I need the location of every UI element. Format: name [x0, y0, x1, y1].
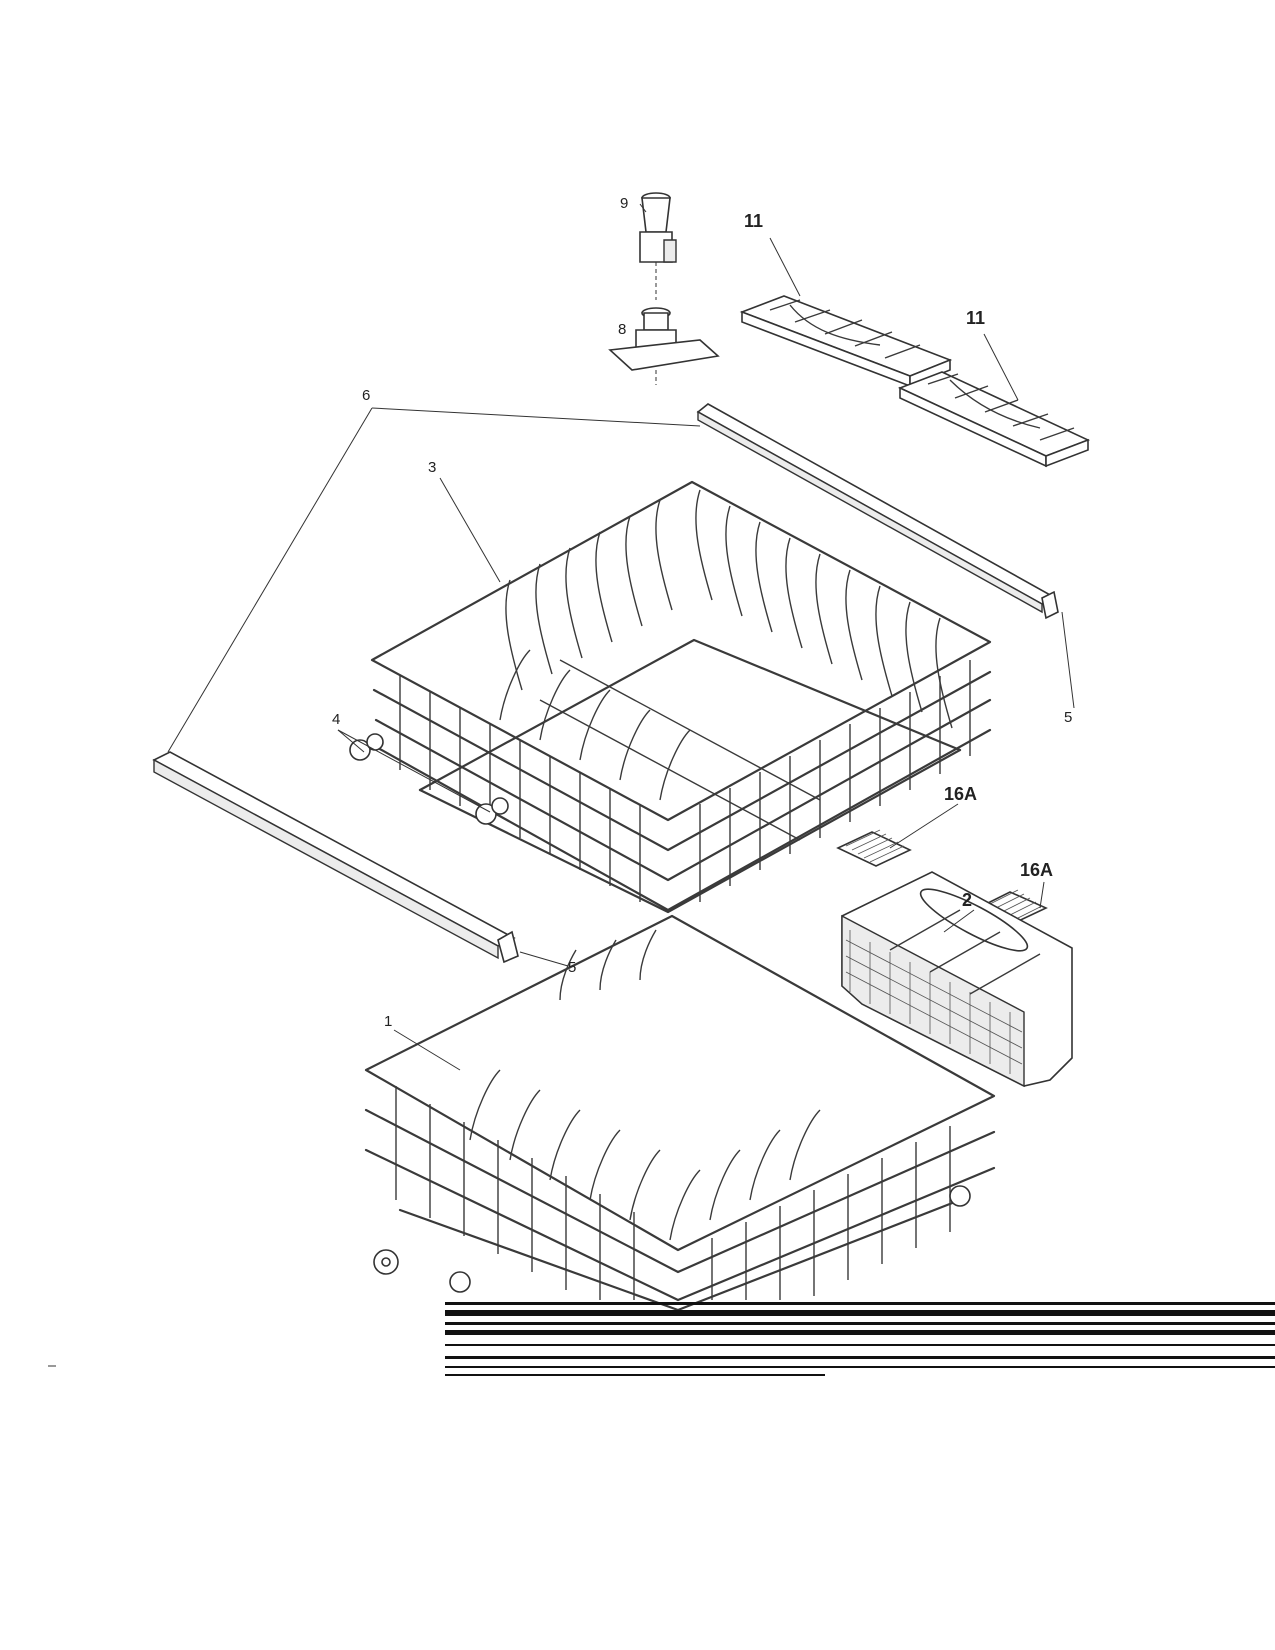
part-11-insert-bottom: [897, 371, 1091, 468]
part-1-lower-rack: [364, 914, 996, 1312]
callout-8: 8: [618, 321, 626, 338]
part-16A-shield-left: [836, 829, 912, 867]
part-2-silverware-basket: [841, 871, 1073, 1088]
leader-lines: [167, 203, 1075, 1071]
part-9-nozzle: [639, 192, 677, 300]
callout-16A-right: 16A: [1020, 860, 1053, 880]
callout-9: 9: [620, 195, 628, 212]
part-6-rail-left: [152, 751, 516, 960]
part-3-upper-rack: [370, 480, 992, 914]
callout-3: 3: [428, 459, 436, 476]
part-8-rack-mount: [608, 307, 720, 385]
callout-2: 2: [962, 890, 972, 910]
callout-6: 6: [362, 387, 370, 404]
callout-4: 4: [332, 711, 340, 728]
callout-labels: 9 8 11 11 6 3 5 4 16A 16A 2 5 1: [332, 195, 1072, 1030]
part-5-end-cap-right: [1041, 590, 1059, 620]
callout-11-bottom: 11: [966, 308, 985, 328]
callout-16A-left: 16A: [944, 784, 977, 804]
scan-artifact-band: [48, 1302, 1275, 1376]
callout-1: 1: [384, 1013, 392, 1030]
part-5-end-cap-left: [497, 930, 519, 964]
callout-11-top: 11: [744, 211, 763, 231]
callout-5-right: 5: [1064, 709, 1072, 726]
callout-5-left: 5: [568, 959, 576, 976]
part-11-insert-top: [739, 295, 953, 388]
